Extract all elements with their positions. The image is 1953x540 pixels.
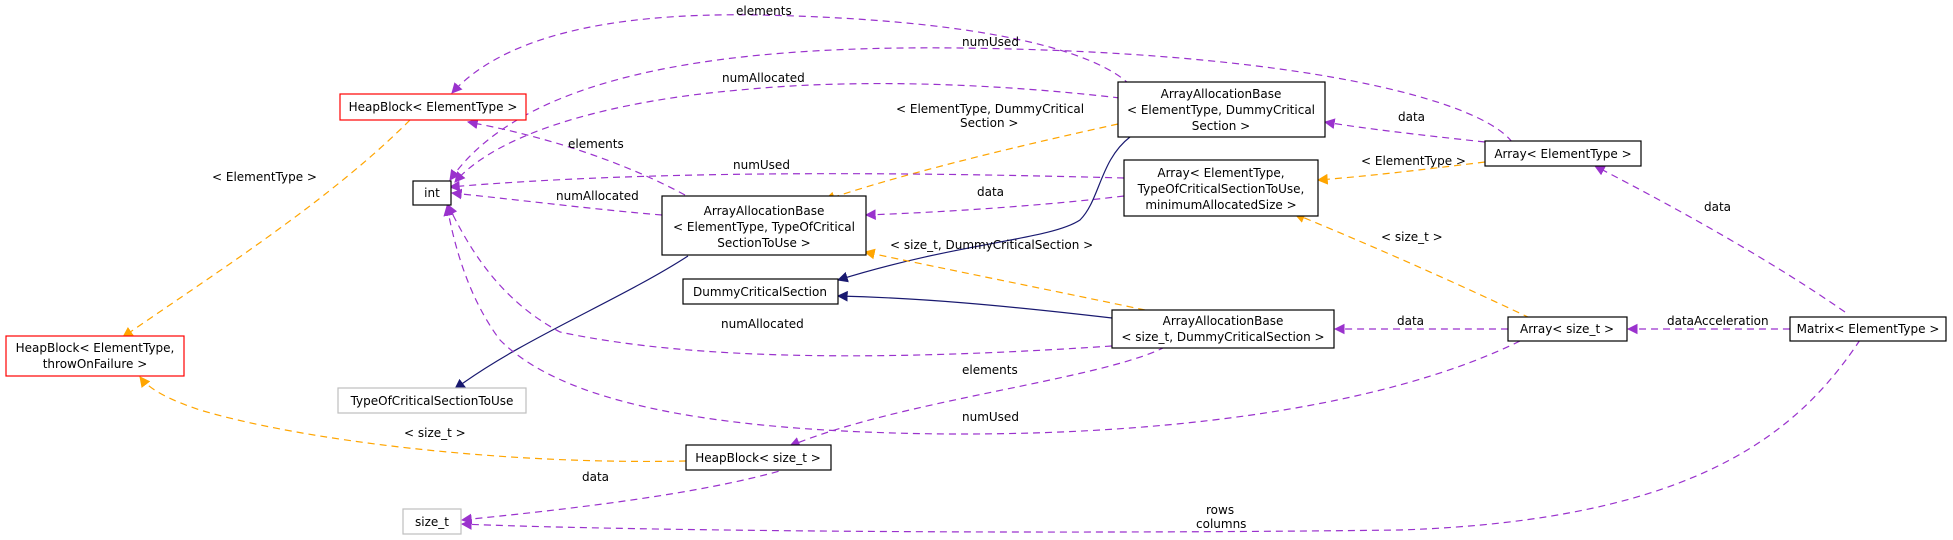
- edge-label: numUsed: [962, 35, 1019, 49]
- edge-template-heap: [122, 119, 411, 338]
- edge-label: numUsed: [962, 410, 1019, 424]
- svg-text:Matrix< ElementType >: Matrix< ElementType >: [1797, 322, 1940, 336]
- edge-label: elements: [736, 4, 792, 18]
- edge-inherit-dcs-top: [836, 136, 1131, 283]
- edge-label: < size_t >: [1381, 230, 1443, 244]
- node-array-elementtype-typeofcriticalsection-minimumallocatedsize[interactable]: Array< ElementType, TypeOfCriticalSectio…: [1123, 159, 1319, 217]
- svg-text:HeapBlock< ElementType >: HeapBlock< ElementType >: [349, 100, 518, 114]
- edge-numused-mid: [448, 173, 1125, 192]
- svg-text:DummyCriticalSection: DummyCriticalSection: [693, 285, 827, 299]
- edge-numused-top: [449, 47, 1513, 181]
- edges: [122, 14, 1861, 533]
- node-heapblock-size_t[interactable]: HeapBlock< size_t >: [685, 444, 832, 471]
- edge-label: columns: [1196, 517, 1246, 531]
- svg-text:TypeOfCriticalSectionToUse: TypeOfCriticalSectionToUse: [350, 394, 514, 408]
- edge-label: < ElementType >: [212, 170, 317, 184]
- edge-data-heap: [460, 467, 791, 525]
- edge-template-et-array: [1316, 161, 1486, 185]
- node-size_t[interactable]: size_t: [402, 508, 462, 535]
- edge-label: rows: [1206, 503, 1234, 517]
- edge-label: < ElementType >: [1361, 154, 1466, 168]
- node-dummycriticalsection[interactable]: DummyCriticalSection: [682, 278, 839, 305]
- edge-label: dataAcceleration: [1667, 314, 1769, 328]
- svg-text:Array< size_t >: Array< size_t >: [1520, 322, 1614, 336]
- edge-label: < size_t, DummyCriticalSection >: [890, 238, 1093, 252]
- svg-text:HeapBlock< ElementType,: HeapBlock< ElementType,: [16, 341, 175, 355]
- node-heapblock-elementtype[interactable]: HeapBlock< ElementType >: [339, 93, 527, 121]
- edge-label: data: [1704, 200, 1731, 214]
- edge-numallocated-low: [447, 204, 1113, 357]
- svg-text:throwOnFailure >: throwOnFailure >: [43, 357, 148, 371]
- svg-text:TypeOfCriticalSectionToUse,: TypeOfCriticalSectionToUse,: [1137, 182, 1305, 196]
- edge-label: numUsed: [733, 158, 790, 172]
- edge-label: data: [1398, 110, 1425, 124]
- node-array-elementtype[interactable]: Array< ElementType >: [1484, 140, 1642, 167]
- edge-inherit-tocs: [454, 255, 689, 390]
- edge-inherit-dcs-bottom: [836, 290, 1113, 319]
- svg-text:Array< ElementType >: Array< ElementType >: [1494, 147, 1631, 161]
- edge-label: data: [1397, 314, 1424, 328]
- svg-text:< ElementType, TypeOfCritical: < ElementType, TypeOfCritical: [673, 220, 855, 234]
- edge-label: data: [977, 185, 1004, 199]
- svg-text:HeapBlock< size_t >: HeapBlock< size_t >: [695, 451, 821, 465]
- edge-data-mid: [864, 195, 1125, 221]
- edge-labels: elements numUsed numAllocated < ElementT…: [212, 4, 1769, 531]
- edge-label: numAllocated: [722, 71, 805, 85]
- svg-text:< ElementType, DummyCritical: < ElementType, DummyCritical: [1127, 103, 1315, 117]
- node-matrix-elementtype[interactable]: Matrix< ElementType >: [1789, 316, 1947, 342]
- svg-text:< size_t, DummyCriticalSection: < size_t, DummyCriticalSection >: [1121, 330, 1324, 344]
- edge-template-size-heap: [139, 376, 687, 463]
- svg-text:Section >: Section >: [1192, 119, 1250, 133]
- edge-elements-mid: [466, 118, 686, 196]
- node-typeofcriticalsectiontouse[interactable]: TypeOfCriticalSectionToUse: [337, 387, 527, 414]
- edge-numallocated-top: [454, 82, 1121, 183]
- svg-text:Array< ElementType,: Array< ElementType,: [1157, 166, 1284, 180]
- svg-text:int: int: [424, 186, 440, 200]
- node-arrayallocationbase-typeofcriticalsection[interactable]: ArrayAllocationBase < ElementType, TypeO…: [661, 195, 867, 256]
- edge-label: < ElementType, DummyCritical: [896, 102, 1084, 116]
- edge-label: data: [582, 470, 609, 484]
- edge-template-et-dummy: [823, 123, 1119, 203]
- edge-elements-low: [789, 346, 1166, 448]
- svg-text:SectionToUse >: SectionToUse >: [717, 236, 811, 250]
- edge-data-aab: [1323, 118, 1486, 143]
- svg-text:size_t: size_t: [415, 515, 449, 529]
- svg-text:ArrayAllocationBase: ArrayAllocationBase: [704, 204, 825, 218]
- edge-label: elements: [962, 363, 1018, 377]
- edge-data-matrix: [1594, 165, 1846, 313]
- svg-text:ArrayAllocationBase: ArrayAllocationBase: [1163, 314, 1284, 328]
- edge-label: numAllocated: [556, 189, 639, 203]
- edge-label: < size_t >: [404, 426, 466, 440]
- edge-label: elements: [568, 137, 624, 151]
- node-arrayallocationbase-size_t-dummycriticalsection[interactable]: ArrayAllocationBase < size_t, DummyCriti…: [1111, 309, 1335, 349]
- node-array-size_t[interactable]: Array< size_t >: [1507, 316, 1628, 342]
- svg-text:minimumAllocatedSize >: minimumAllocatedSize >: [1145, 198, 1296, 212]
- nodes: HeapBlock< ElementType > int HeapBlock< …: [5, 81, 1947, 535]
- edge-numused-low: [443, 204, 1521, 435]
- edge-label: numAllocated: [721, 317, 804, 331]
- svg-text:ArrayAllocationBase: ArrayAllocationBase: [1161, 87, 1282, 101]
- edge-label: Section >: [960, 116, 1018, 130]
- edge-elements-top: [451, 14, 1131, 94]
- edge-template-size-dummy: [863, 248, 1146, 311]
- node-arrayallocationbase-dummycriticalsection[interactable]: ArrayAllocationBase < ElementType, Dummy…: [1117, 81, 1326, 138]
- edge-numallocated-mid: [450, 188, 663, 216]
- edge-rows-columns: [460, 339, 1861, 533]
- node-int[interactable]: int: [412, 180, 452, 206]
- node-heapblock-elementtype-throwonfailure[interactable]: HeapBlock< ElementType, throwOnFailure >: [5, 335, 185, 377]
